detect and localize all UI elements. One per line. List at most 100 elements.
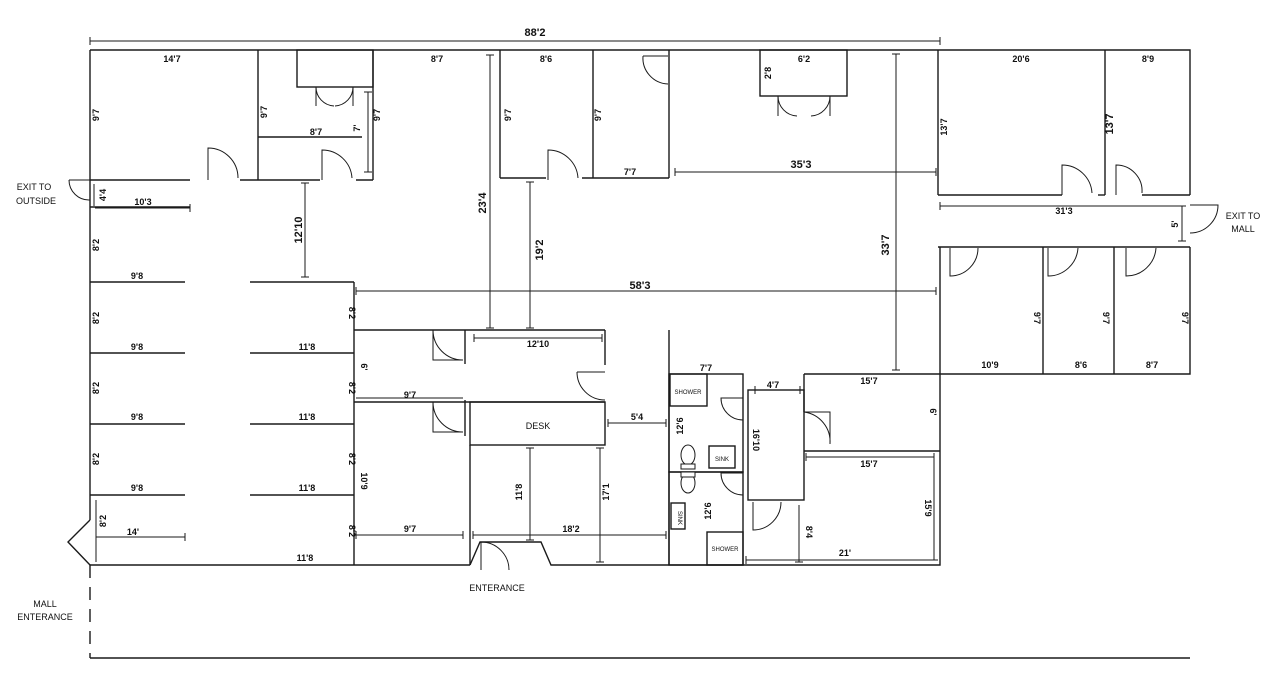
dimension-label: 8'2 xyxy=(347,525,357,537)
dimension-label: 5'4 xyxy=(631,412,643,422)
dimension-label: 9'7 xyxy=(1101,312,1111,324)
dimension-label: 8'2 xyxy=(347,382,357,394)
dimension-label: 12'10 xyxy=(527,339,549,349)
dimension-label: 8'9 xyxy=(1142,54,1154,64)
dimension-texts: 14'7 9'7 9'7 8'7 7' 9'7 8'7 8'6 9'7 9'7 … xyxy=(91,54,1190,563)
door-swing xyxy=(720,472,744,496)
dimension-label: 9'7 xyxy=(259,106,269,118)
door-swing xyxy=(207,147,239,180)
dimension-label: 9'7 xyxy=(593,109,603,121)
door-swing xyxy=(547,149,579,180)
dimension-label: 9'7 xyxy=(1180,312,1190,324)
dimension-label: 8'4 xyxy=(804,526,814,538)
dimension-label: 8'2 xyxy=(347,307,357,319)
door-swing xyxy=(1189,204,1219,234)
dimension-label: 8'7 xyxy=(310,127,322,137)
mall-entrance-label: MALL xyxy=(33,599,57,609)
dimension-label: 33'7 xyxy=(880,235,892,256)
dimension-label: 11'8 xyxy=(299,412,316,422)
dimension-label: 9'7 xyxy=(91,109,101,121)
door-swing xyxy=(480,541,541,571)
dimension-label: 16'10 xyxy=(751,429,761,451)
dimension-label: 11'8 xyxy=(514,484,524,501)
shower-label: SHOWER xyxy=(712,547,740,553)
dimension-label: 9'7 xyxy=(404,390,416,400)
dimension-lines xyxy=(93,53,1186,564)
dimension-label: 20'6 xyxy=(1012,54,1029,64)
dimension-label: 19'2 xyxy=(534,240,546,261)
door-swing xyxy=(432,401,464,433)
dimension-label: 5' xyxy=(1170,220,1180,227)
door-swing xyxy=(752,501,782,531)
door-swing xyxy=(803,411,831,445)
door-swing xyxy=(432,329,464,361)
entrance-label: ENTERANCE xyxy=(469,583,525,593)
dimension-label: 35'3 xyxy=(791,159,812,171)
dimension-label: 58'3 xyxy=(630,280,651,292)
mall-entrance-label: ENTERANCE xyxy=(17,612,73,622)
labels: DESK ENTERANCE EXIT TO OUTSIDE EXIT TO M… xyxy=(16,182,1260,622)
door-swing xyxy=(642,55,669,85)
dimension-label: 8'6 xyxy=(1075,360,1087,370)
dimension-label: 21' xyxy=(839,548,851,558)
dimension-label: 15'9 xyxy=(923,499,933,516)
dimension-label: 8'2 xyxy=(347,453,357,465)
door-swing xyxy=(1061,164,1093,195)
dimension-label: 17'1 xyxy=(601,483,611,500)
dimension-label: 10'9 xyxy=(981,360,998,370)
dimension-label: 31'3 xyxy=(1055,206,1072,216)
exit-outside-label: EXIT TO xyxy=(17,182,52,192)
dimension-label: 14'7 xyxy=(163,54,180,64)
shower-label: SHOWER xyxy=(675,390,703,396)
exit-outside-label: OUTSIDE xyxy=(16,196,56,206)
dimension-label: 8'2 xyxy=(98,515,108,527)
dimension-label: 8'2 xyxy=(91,312,101,324)
dimension-label: 4'4 xyxy=(98,189,108,201)
doors xyxy=(68,55,1219,571)
door-swing xyxy=(720,397,744,421)
dimension-label: 9'8 xyxy=(131,483,143,493)
dimension-label: 14' xyxy=(127,527,139,537)
overall-width-label: 88'2 xyxy=(525,27,546,39)
dimension-label: 8'2 xyxy=(91,239,101,251)
dimension-label: 8'6 xyxy=(540,54,552,64)
dimension-label: 9'7 xyxy=(503,109,513,121)
dimension-label: 13'7 xyxy=(1104,114,1116,135)
door-swing xyxy=(1115,164,1143,195)
exit-mall-label: EXIT TO xyxy=(1226,211,1261,221)
exit-mall-label: MALL xyxy=(1231,224,1255,234)
dimension-label: 10'9 xyxy=(359,472,369,489)
dimension-label: 6' xyxy=(359,363,369,370)
toilet-tank xyxy=(680,471,696,478)
dimension-label: 8'7 xyxy=(431,54,443,64)
dimension-label: 11'8 xyxy=(299,342,316,352)
door-swing xyxy=(777,95,831,117)
dimension-label: 9'7 xyxy=(1032,312,1042,324)
dimension-label: 4'7 xyxy=(767,380,779,390)
dimension-label: 9'8 xyxy=(131,342,143,352)
dimension-label: 11'8 xyxy=(297,553,314,563)
dimension-label: 15'7 xyxy=(860,459,877,469)
door-swing xyxy=(315,86,354,107)
toilet xyxy=(680,444,696,466)
dimension-label: 7'7 xyxy=(700,363,712,373)
walls xyxy=(67,49,1191,566)
desk-label: DESK xyxy=(526,421,551,431)
dimension-label: 12'6 xyxy=(703,502,713,519)
dimension-label: 2'8 xyxy=(763,67,773,79)
dimension-label: 13'7 xyxy=(939,118,949,135)
mall-boundary xyxy=(89,565,1190,659)
dimension-label: 18'2 xyxy=(562,524,579,534)
dimension-label: 9'7 xyxy=(372,109,382,121)
dimension-label: 12'6 xyxy=(675,417,685,434)
door-swing xyxy=(68,179,91,201)
toilet-tank xyxy=(680,463,696,470)
sink-label: SINK xyxy=(676,511,682,525)
door-swing xyxy=(1047,247,1079,277)
dimension-label: 6'2 xyxy=(798,54,810,64)
dimension-label: 12'10 xyxy=(293,216,305,243)
dimension-label: 10'3 xyxy=(134,197,151,207)
door-swing xyxy=(321,149,353,180)
dimension-label: 6' xyxy=(928,408,938,415)
